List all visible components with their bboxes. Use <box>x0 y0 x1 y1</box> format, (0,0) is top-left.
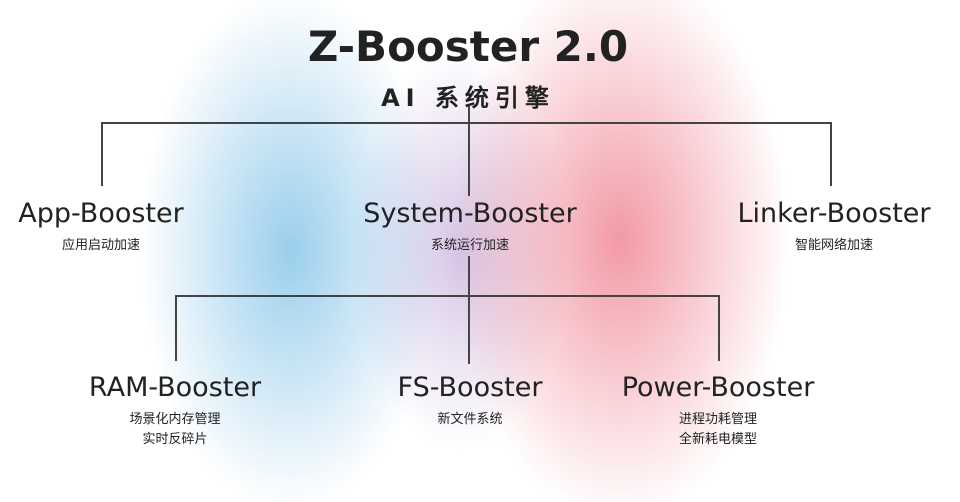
connector <box>101 122 103 186</box>
connector <box>468 256 470 364</box>
diagram-title: Z-Booster 2.0 <box>307 22 629 71</box>
desc-line: 实时反碎片 <box>142 432 208 447</box>
node-desc: 新文件系统 <box>437 412 503 427</box>
connector <box>175 295 720 297</box>
node-system-booster: System-Booster <box>363 198 577 229</box>
connector <box>718 295 720 361</box>
node-desc: 应用启动加速 <box>61 238 141 253</box>
node-ram-booster: RAM-Booster <box>88 372 262 403</box>
node-desc: 智能网络加速 <box>794 238 874 253</box>
node-fs-booster: FS-Booster <box>397 372 543 403</box>
node-desc: 系统运行加速 <box>430 238 510 253</box>
desc-line: 场景化内存管理 <box>129 412 221 427</box>
node-desc: 场景化内存管理实时反碎片 <box>129 410 220 450</box>
connector <box>101 122 832 124</box>
node-app-booster: App-Booster <box>18 198 184 229</box>
connector <box>468 106 470 196</box>
node-power-booster: Power-Booster <box>621 372 815 403</box>
desc-line: 进程功耗管理 <box>678 412 758 427</box>
connector <box>175 295 177 361</box>
connector <box>830 122 832 186</box>
node-desc: 进程功耗管理全新耗电模型 <box>679 410 757 450</box>
node-linker-booster: Linker-Booster <box>737 198 931 229</box>
desc-line: 全新耗电模型 <box>678 432 758 447</box>
diagram-subtitle: AI 系统引擎 <box>381 84 555 112</box>
